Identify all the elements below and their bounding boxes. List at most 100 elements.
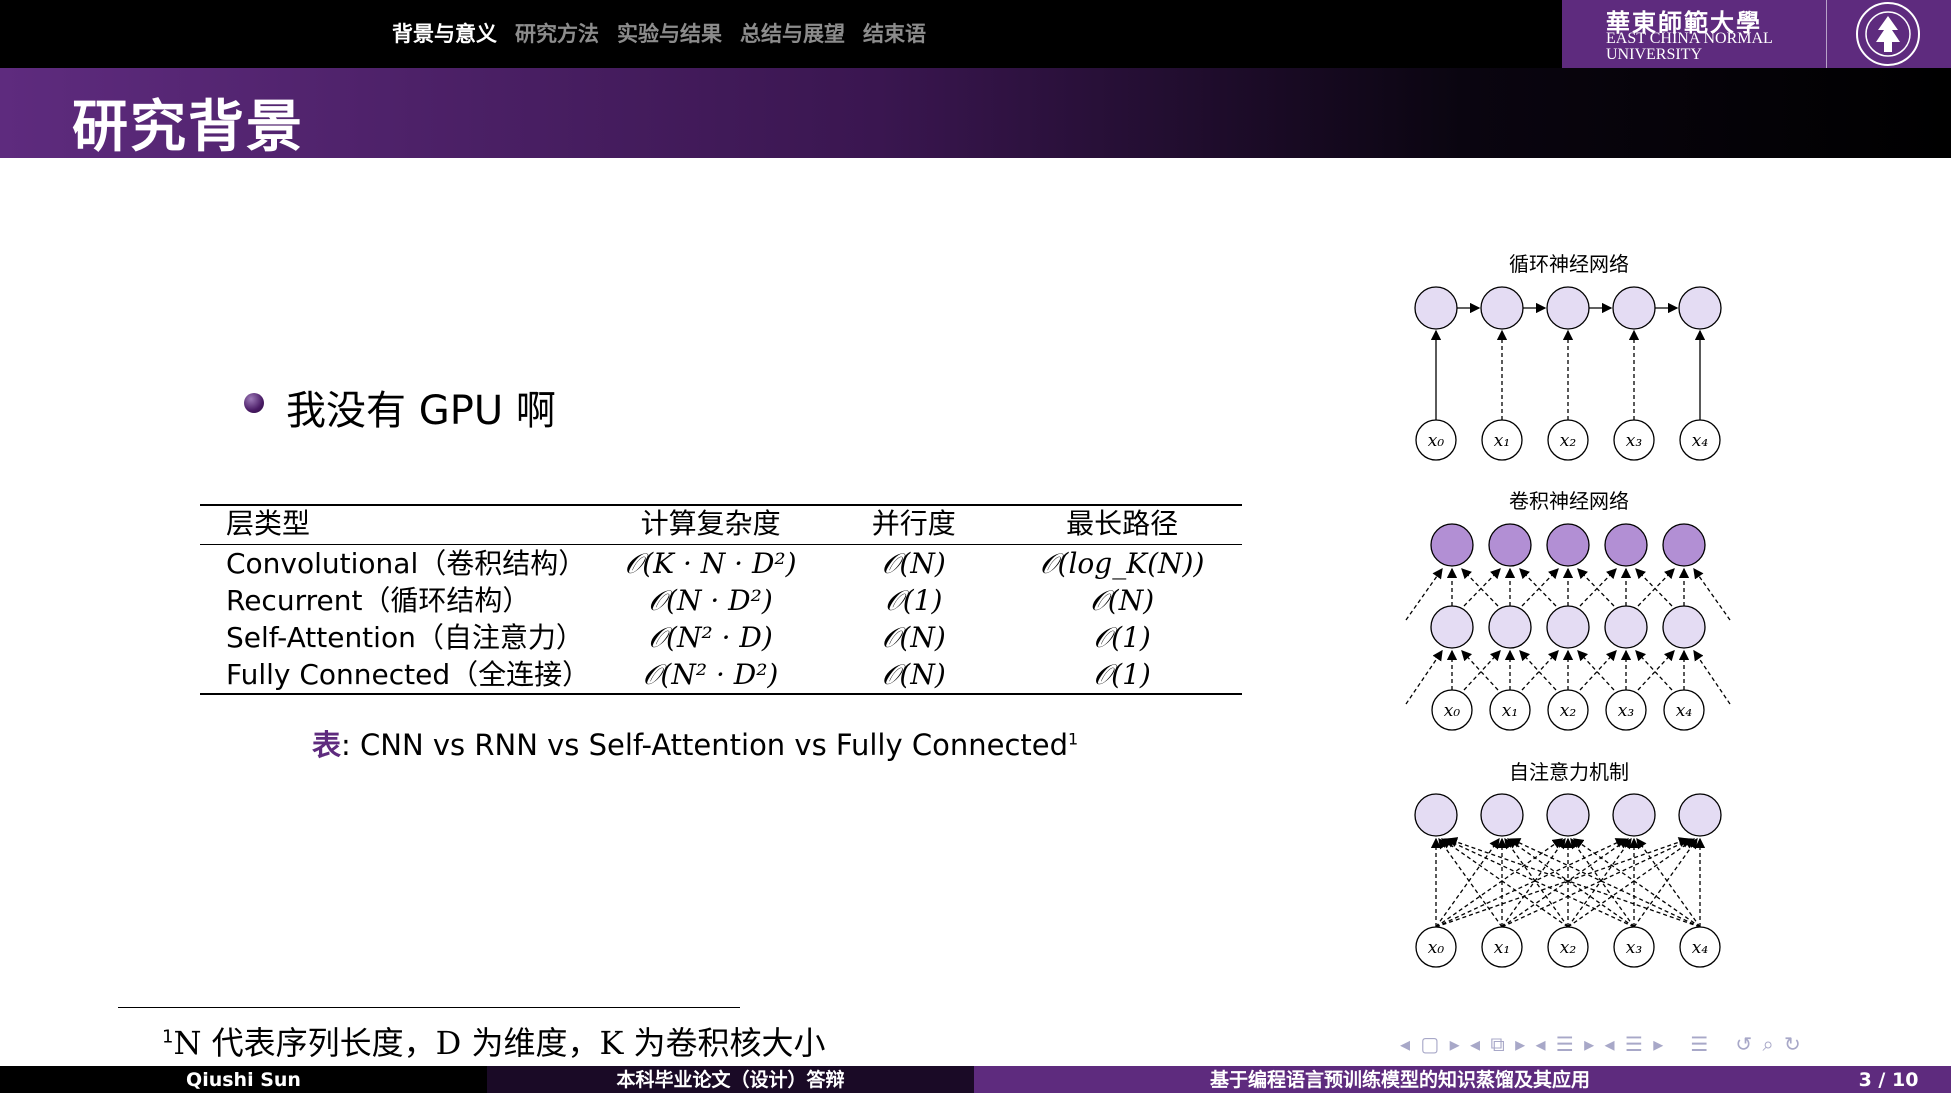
cnn-conv-edge xyxy=(1461,650,1499,691)
cnn-conv-edge xyxy=(1521,568,1559,607)
table-row: Self-Attention（自注意力） 𝒪(N² · D) 𝒪(N) 𝒪(1) xyxy=(200,619,1242,656)
rnn-input-node xyxy=(1679,419,1721,461)
bullet-text: 我没有 GPU 啊 xyxy=(286,388,556,434)
input-label-x2: x₂ xyxy=(1560,938,1577,958)
attn-edge xyxy=(1501,837,1566,928)
attn-edge xyxy=(1633,837,1698,928)
cnn-conv-edge xyxy=(1519,650,1557,691)
input-label-x2: x₂ xyxy=(1560,431,1577,451)
rnn-hidden-node xyxy=(1480,286,1524,330)
attn-input-node xyxy=(1481,926,1523,968)
attn-output-node xyxy=(1678,793,1722,837)
attn-input-node xyxy=(1415,926,1457,968)
input-label-x1: x₁ xyxy=(1494,938,1510,958)
attn-edge xyxy=(1636,837,1701,928)
attn-edge xyxy=(1438,837,1503,928)
bullet-icon xyxy=(244,393,264,413)
attn-input-node xyxy=(1547,926,1589,968)
logo-name-en-1: EAST CHINA NORMAL xyxy=(1606,30,1773,47)
rnn-hidden-node xyxy=(1678,286,1722,330)
attn-edge xyxy=(1440,838,1569,928)
cnn-output-node xyxy=(1546,523,1590,567)
nav-item-summary[interactable]: 总结与展望 xyxy=(740,22,845,46)
cnn-conv-edge xyxy=(1579,568,1617,607)
footnote-text: N 代表序列长度，D 为维度，K 为卷积核大小 xyxy=(173,1024,826,1062)
cnn-conv-edge xyxy=(1461,568,1499,607)
cnn-conv-edge xyxy=(1637,568,1675,607)
rnn-title: 循环神经网络 xyxy=(1509,252,1629,276)
cell-parallel: 𝒪(N) xyxy=(881,658,946,691)
cell-parallel: 𝒪(1) xyxy=(885,584,943,617)
cnn-input-node xyxy=(1663,689,1705,731)
logo-divider xyxy=(1826,0,1827,68)
cnn-input-node xyxy=(1431,689,1473,731)
nav-item-background[interactable]: 背景与意义 xyxy=(392,22,497,46)
input-label-x1: x₁ xyxy=(1494,431,1510,451)
nav-item-method[interactable]: 研究方法 xyxy=(515,22,599,46)
cell-path: 𝒪(log_K(N)) xyxy=(1039,547,1205,580)
title-bar: 研究背景 xyxy=(0,68,1951,160)
cnn-hidden-node xyxy=(1546,605,1590,649)
attn-output-node xyxy=(1480,793,1524,837)
attn-output-node xyxy=(1612,793,1656,837)
cnn-hidden-node xyxy=(1430,605,1474,649)
input-label-x4: x₄ xyxy=(1692,938,1709,958)
cell-complexity: 𝒪(N² · D) xyxy=(648,621,773,654)
header-complexity: 计算复杂度 xyxy=(595,505,826,545)
cell-complexity: 𝒪(K · N · D²) xyxy=(624,547,797,580)
footer-author: Qiushi Sun xyxy=(0,1066,487,1093)
nav-item-closing[interactable]: 结束语 xyxy=(863,22,926,46)
table-caption: 表: CNN vs RNN vs Self-Attention vs Fully… xyxy=(312,722,1078,764)
top-bar: 背景与意义 研究方法 实验与结果 总结与展望 结束语 華東師範大學 EAST C… xyxy=(0,0,1951,68)
nav-item-experiments[interactable]: 实验与结果 xyxy=(617,22,722,46)
cell-layer: Recurrent（循环结构） xyxy=(226,584,531,617)
attn-edge xyxy=(1506,838,1635,928)
table-header-row: 层类型 计算复杂度 并行度 最长路径 xyxy=(200,505,1242,545)
cnn-conv-edge xyxy=(1579,650,1617,691)
input-label-x3: x₃ xyxy=(1618,701,1635,721)
university-logo: 華東師範大學 EAST CHINA NORMAL UNIVERSITY xyxy=(1562,0,1951,68)
cnn-conv-edge xyxy=(1693,567,1731,621)
cnn-conv-edge xyxy=(1463,650,1501,691)
cnn-hidden-node xyxy=(1488,605,1532,649)
input-label-x0: x₀ xyxy=(1428,938,1445,958)
cnn-output-node xyxy=(1488,523,1532,567)
cnn-conv-edge xyxy=(1463,568,1501,607)
attn-title: 自注意力机制 xyxy=(1509,760,1629,784)
table-row: Fully Connected（全连接） 𝒪(N² · D²) 𝒪(N) 𝒪(1… xyxy=(200,656,1242,694)
cnn-output-node xyxy=(1662,523,1706,567)
cnn-conv-edge xyxy=(1521,650,1559,691)
footer-topic: 基于编程语言预训练模型的知识蒸馏及其应用 xyxy=(974,1066,1826,1093)
cnn-conv-edge xyxy=(1405,649,1443,705)
attn-edge xyxy=(1435,837,1500,928)
cnn-output-node xyxy=(1430,523,1474,567)
cnn-hidden-node xyxy=(1604,605,1648,649)
header-path-length: 最长路径 xyxy=(1002,505,1242,545)
attn-output-node xyxy=(1546,793,1590,837)
attn-edge xyxy=(1567,837,1632,928)
cnn-input-node xyxy=(1547,689,1589,731)
logo-name-en-2: UNIVERSITY xyxy=(1606,46,1702,63)
footnote: 1N 代表序列长度，D 为维度，K 为卷积核大小 xyxy=(162,1018,826,1064)
footer-page-number: 3 / 10 xyxy=(1826,1066,1951,1093)
cell-path: 𝒪(1) xyxy=(1093,621,1151,654)
caption-text: : CNN vs RNN vs Self-Attention vs Fully … xyxy=(341,728,1069,762)
cell-layer: Convolutional（卷积结构） xyxy=(226,547,587,580)
rnn-input-node xyxy=(1547,419,1589,461)
rnn-input-node xyxy=(1481,419,1523,461)
attn-edge xyxy=(1501,838,1630,928)
footnote-mark: 1 xyxy=(162,1026,174,1048)
rnn-hidden-node xyxy=(1612,286,1656,330)
rnn-hidden-node xyxy=(1546,286,1590,330)
input-label-x2: x₂ xyxy=(1560,701,1577,721)
footer-bar: Qiushi Sun 本科毕业论文（设计）答辩 基于编程语言预训练模型的知识蒸馏… xyxy=(0,1066,1951,1093)
attn-output-node xyxy=(1414,793,1458,837)
complexity-table: 层类型 计算复杂度 并行度 最长路径 Convolutional（卷积结构） 𝒪… xyxy=(200,504,1242,695)
attn-input-node xyxy=(1613,926,1655,968)
header-layer-type: 层类型 xyxy=(200,505,596,545)
caption-footnote-mark[interactable]: 1 xyxy=(1068,729,1079,749)
logo-name-cn: 華東師範大學 xyxy=(1606,8,1762,37)
beamer-nav-controls[interactable]: ◂ ▢ ▸ ◂ ⧉ ▸ ◂ ☰ ▸ ◂ ☰ ▸ ☰ ↺ ⌕ ↻ xyxy=(1400,1032,1803,1056)
input-label-x0: x₀ xyxy=(1428,431,1445,451)
